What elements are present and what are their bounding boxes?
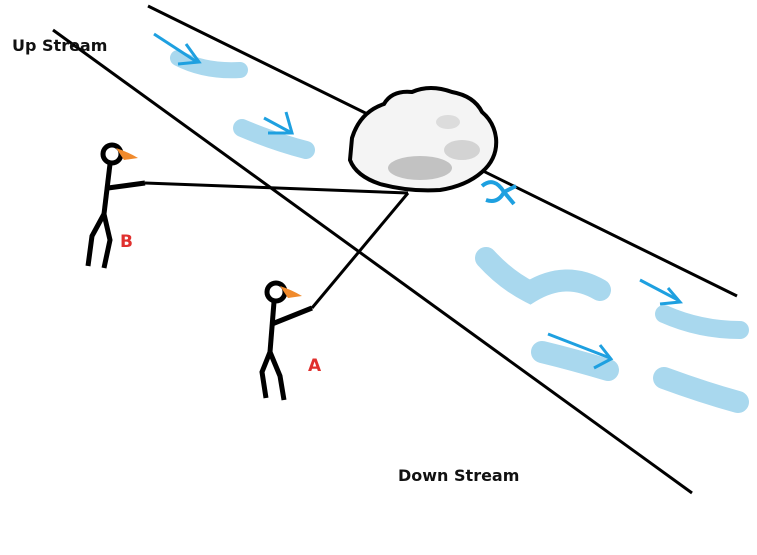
downstream-label: Down Stream	[398, 466, 520, 485]
water-flow-4	[531, 332, 619, 381]
person-a-label: A	[308, 356, 322, 376]
rock	[347, 86, 499, 193]
fishing-line-a	[310, 192, 410, 309]
person-b	[85, 142, 146, 269]
upstream-label: Up Stream	[12, 36, 108, 55]
water-flow-1	[153, 32, 248, 79]
fishing-line-b	[144, 181, 409, 195]
water-flow-5	[639, 278, 749, 339]
person-a	[259, 280, 313, 401]
water-flow-3	[475, 247, 611, 305]
water-flow-2	[233, 111, 315, 159]
near-riverbank-line	[52, 28, 693, 495]
person-b-label: B	[120, 232, 133, 252]
water-flow-6	[653, 367, 749, 413]
fish-icon	[480, 180, 517, 206]
